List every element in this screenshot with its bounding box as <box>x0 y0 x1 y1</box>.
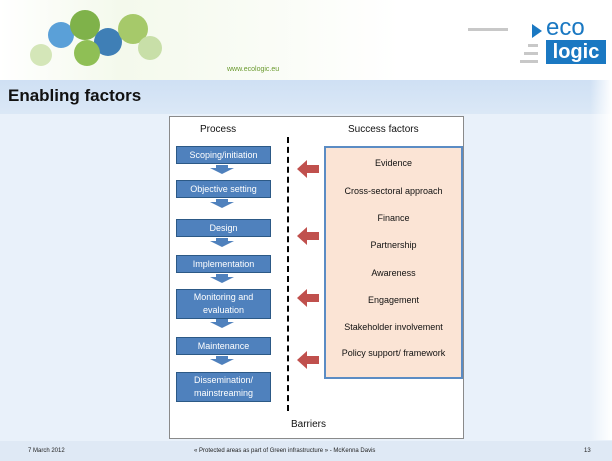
slide-title: Enabling factors <box>8 86 142 105</box>
process-step-implementation: Implementation <box>176 255 271 273</box>
left-arrow-icon <box>297 227 319 245</box>
slide-number: 13 <box>584 448 591 454</box>
process-step-monitoring: Monitoring and evaluation <box>176 289 271 319</box>
down-arrow-icon <box>210 319 234 328</box>
success-factor-policy: Policy support/ framework <box>341 348 446 358</box>
website-url: www.ecologic.eu <box>227 66 280 73</box>
logo-text-eco: eco <box>546 14 585 41</box>
success-factor-engagement: Engagement <box>367 295 420 305</box>
header-text-line <box>528 44 538 47</box>
success-factor-finance: Finance <box>377 213 410 223</box>
success-factor-partnership: Partnership <box>370 240 417 250</box>
down-arrow-icon <box>210 356 234 365</box>
left-arrow-icon <box>297 351 319 369</box>
left-arrow-icon <box>297 160 319 178</box>
success-factor-stakeholder: Stakeholder involvement <box>344 322 443 332</box>
header-text-line <box>520 60 538 63</box>
ecologic-logo: eco logic <box>532 14 606 66</box>
logo-text-logic: logic <box>546 40 606 64</box>
success-factors-box: Evidence Cross-sectoral approach Finance… <box>324 146 463 379</box>
process-step-objective: Objective setting <box>176 180 271 198</box>
barriers-label: Barriers <box>291 419 327 430</box>
barrier-dashed-line <box>287 137 289 411</box>
footer-caption: « Protected areas as part of Green infra… <box>194 448 376 454</box>
process-step-dissemination: Dissemination/ mainstreaming <box>176 372 271 402</box>
success-factor-evidence: Evidence <box>374 158 413 168</box>
left-arrow-icon <box>297 289 319 307</box>
process-heading: Process <box>200 124 237 135</box>
header-text-line <box>468 28 508 31</box>
header-text-line <box>524 52 538 55</box>
side-glow <box>590 80 612 440</box>
success-factor-awareness: Awareness <box>371 268 416 278</box>
success-factors-heading: Success factors <box>348 124 419 135</box>
process-step-maintenance: Maintenance <box>176 337 271 355</box>
logo-triangle-icon <box>532 24 542 38</box>
enabling-factors-diagram: Process Success factors Scoping/initiati… <box>169 116 464 439</box>
down-arrow-icon <box>210 274 234 283</box>
success-factor-cross-sectoral: Cross-sectoral approach <box>344 186 443 196</box>
slide-header: www.ecologic.eu eco logic <box>0 0 612 80</box>
footer-date: 7 March 2012 <box>28 448 65 454</box>
down-arrow-icon <box>210 199 234 208</box>
title-band <box>0 80 612 114</box>
down-arrow-icon <box>210 165 234 174</box>
slide-footer <box>0 441 612 461</box>
header-banner-art <box>0 0 400 80</box>
down-arrow-icon <box>210 238 234 247</box>
process-step-design: Design <box>176 219 271 237</box>
process-step-scoping: Scoping/initiation <box>176 146 271 164</box>
